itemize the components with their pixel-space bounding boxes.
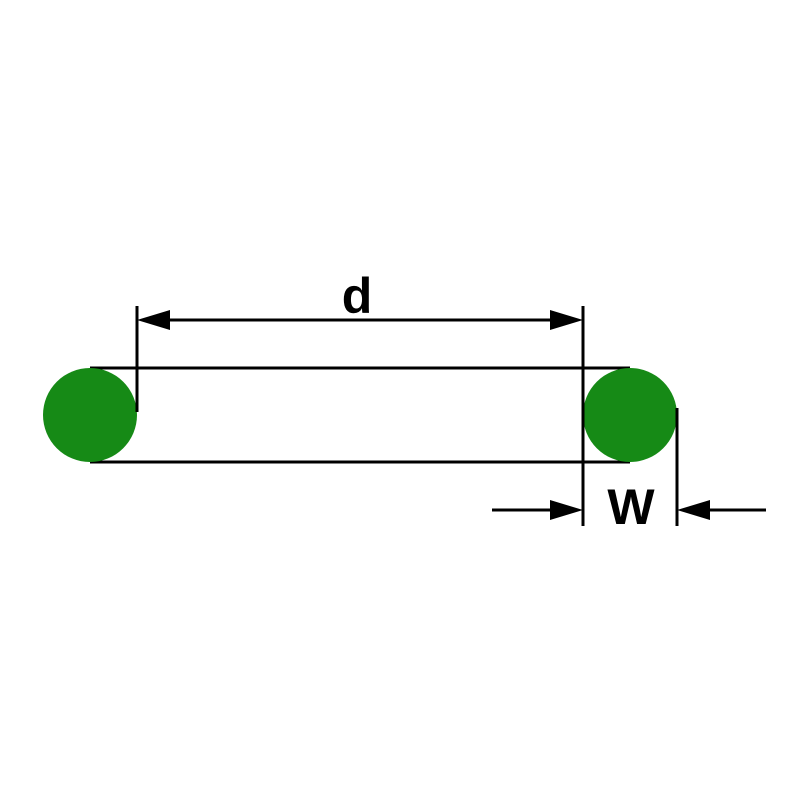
d-label: d [342,268,373,324]
d-arrowhead-left [137,310,170,330]
w-arrowhead-left [550,500,583,520]
right-cross-section-circle [583,368,677,462]
d-arrowhead-right [550,310,583,330]
w-arrowhead-right [677,500,710,520]
w-label: W [607,479,655,535]
left-cross-section-circle [43,368,137,462]
